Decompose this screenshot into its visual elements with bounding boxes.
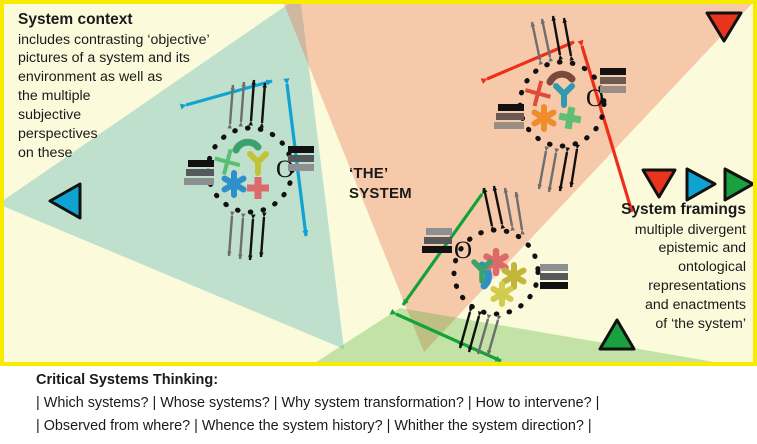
system-context-block: System context includes contrasting ‘obj… [18,10,348,163]
the-system-label: ‘THE’ SYSTEM [349,164,469,203]
caption-question-line-1: | Which systems? | Whose systems? | Why … [36,395,600,411]
system-framings-line: epistemic and [658,240,746,257]
system-context-line: pictures of a system and its [18,50,190,67]
svg-text:O: O [276,156,294,183]
system-context-line: the multiple [18,88,91,105]
the-system-label-line2: SYSTEM [349,184,412,202]
green-node-bars-right [540,264,568,289]
red-node-bars-right [600,68,626,93]
teal-node-bars-left [184,160,214,185]
red-framing-group: O [480,15,634,213]
system-context-body: includes contrasting ‘objective’ picture… [18,31,348,163]
critical-systems-thinking-caption: Critical Systems Thinking: | Which syste… [0,366,757,444]
svg-text:O: O [586,85,604,112]
the-system-label-line1: ‘THE’ [349,165,389,182]
red-node-glyphs: O [524,70,604,132]
red-node-arrows-top [530,15,575,65]
legend-markers [641,167,753,202]
teal-node-arrows-bottom [227,211,267,261]
green-node-arrows-bottom [458,306,502,356]
red-bracket-arrow-side [577,39,634,213]
svg-text:O: O [454,237,472,264]
legend-green-right-triangle [723,167,753,202]
system-context-line: perspectives [18,125,98,142]
system-framings-line: and enactments [645,297,746,314]
system-framings-line: representations [648,278,746,295]
system-context-line: subjective [18,107,82,124]
legend-blue-right-triangle [685,167,717,202]
corner-marker-red [705,11,743,43]
red-node-bars-left [494,104,524,129]
green-framing-group: O [389,185,568,362]
system-context-heading: System context [18,11,133,28]
green-node-bars-left [422,228,452,253]
system-framings-line: multiple divergent [634,221,746,238]
teal-node-bars-right [288,146,314,171]
caption-question-line-2: | Observed from where? | Whence the syst… [36,418,592,434]
caption-title: Critical Systems Thinking: [36,372,219,388]
green-node-glyphs: O [454,237,527,307]
corner-marker-blue [48,182,82,220]
teal-node-glyphs: O [214,138,294,199]
system-framings-body: multiple divergent epistemic and ontolog… [564,221,746,334]
framing-triangle-red [284,4,752,352]
system-context-line: on these [18,144,73,161]
corner-marker-green [598,318,636,351]
system-framings-line: ontological [678,259,746,276]
systems-diagram-frame: O [0,0,757,366]
system-framings-heading: System framings [621,201,746,218]
green-node-arrows-top [482,185,525,235]
teal-framing-group: O [179,78,314,261]
system-framings-block: System framings multiple divergent epist… [564,200,746,334]
diagram-canvas: O [4,4,753,362]
system-context-line: environment as well as [18,69,163,86]
teal-node-arrows-top [227,79,267,129]
system-context-line: includes contrasting ‘objective’ [18,31,210,48]
legend-red-down-triangle [641,168,677,199]
red-node-arrows-bottom [537,144,580,193]
system-framings-line: of ‘the system’ [655,315,746,332]
